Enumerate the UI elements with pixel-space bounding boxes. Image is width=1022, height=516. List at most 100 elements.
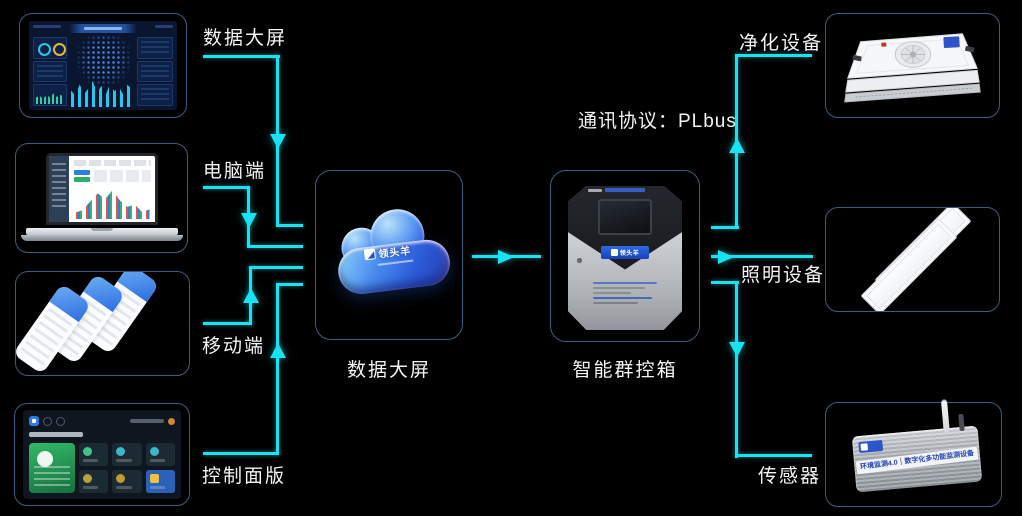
- keyhole-icon: [577, 258, 582, 263]
- alert-icon: [168, 417, 175, 425]
- controller-info-text-lines: [593, 282, 657, 307]
- controller-screen: [598, 199, 652, 235]
- sensor-brand-chip: [858, 439, 884, 454]
- cloud-icon: 领头羊: [332, 203, 453, 297]
- dashboard-rows: [141, 64, 169, 79]
- laptop-keyboard-deck: [25, 228, 178, 235]
- ffu-purifier-illustration: [844, 33, 981, 103]
- connector-segment: [203, 452, 279, 455]
- connector-segment: [276, 283, 303, 286]
- panel-tile: [145, 443, 175, 466]
- connector-segment: [249, 266, 303, 269]
- connector-segment: [276, 283, 279, 455]
- home-icon: [29, 416, 39, 426]
- dashboard-rows: [141, 88, 169, 103]
- arrow-right-icon: [718, 250, 734, 264]
- tile-icon: [116, 447, 126, 456]
- dashboard-panel: [137, 37, 173, 59]
- mini-bar-chart: [36, 93, 64, 105]
- device-box-laptop: [15, 143, 188, 253]
- text-strip: [593, 287, 646, 289]
- controller-device-illustration: 领头羊: [568, 186, 682, 330]
- label-controller: 智能群控箱: [572, 360, 678, 381]
- panel-tile: [79, 443, 109, 466]
- connector-segment: [735, 54, 812, 57]
- connector-segment: [735, 454, 812, 457]
- circle-icon: [43, 416, 52, 426]
- text-strip: [593, 302, 638, 304]
- connector-segment: [711, 281, 739, 284]
- dashboard-left-panels: [33, 37, 67, 107]
- panel-subtitle-strip: [29, 432, 83, 437]
- connector-segment: [203, 55, 280, 58]
- dashboard-panel: [137, 60, 173, 83]
- arrow-up-icon: [243, 288, 259, 303]
- arrow-right-icon: [498, 250, 514, 264]
- device-box-control-panel: [14, 403, 190, 506]
- antenna-icon: [958, 413, 965, 432]
- dashboard-rows: [141, 41, 169, 55]
- sensor-device-illustration: 环境监测4.0｜数字化多功能监测设备: [851, 400, 983, 493]
- label-control-panel: 控制面版: [202, 466, 287, 487]
- device-box-lighting: [825, 207, 1000, 312]
- laptop-header-strip: [73, 160, 151, 166]
- tile-icon: [149, 474, 159, 483]
- connector-segment: [203, 322, 252, 325]
- gauge-icon: [38, 43, 51, 56]
- dashboard-panel: [33, 84, 67, 107]
- panel-tile: [79, 470, 109, 493]
- text-strip: [593, 297, 652, 299]
- control-panel-illustration: [23, 410, 181, 499]
- tile-icon: [149, 447, 159, 456]
- panel-top-bar: [29, 415, 175, 427]
- connector-segment: [203, 186, 250, 189]
- dashboard-topbar-left: [33, 25, 61, 28]
- panel-tile-grid: [29, 443, 175, 493]
- arrow-up-icon: [270, 343, 286, 358]
- brand-mark-icon: [610, 249, 618, 256]
- device-box-sensor: 环境监测4.0｜数字化多功能监测设备: [825, 400, 1002, 507]
- label-cloud: 数据大屏: [346, 360, 431, 381]
- gauge-icon: [53, 43, 66, 56]
- dashboard-title-bar: [68, 24, 138, 33]
- china-map-dots: [71, 35, 133, 89]
- connector-segment: [735, 281, 738, 458]
- panel-tile: [145, 470, 175, 493]
- connector-segment: [247, 245, 303, 248]
- dashboard-right-panels: [137, 37, 173, 107]
- tile-icon: [83, 447, 92, 456]
- mobile-phones-illustration: [16, 272, 189, 375]
- laptop-screen: [45, 153, 158, 225]
- led-panels-illustration: [826, 208, 999, 311]
- device-box-purifier: [825, 13, 1000, 118]
- dashboard-rows: [37, 64, 63, 79]
- laptop-blue-button: [73, 170, 90, 175]
- laptop-base: [20, 235, 183, 241]
- label-big-screen: 数据大屏: [203, 28, 288, 49]
- status-text-strip: [130, 419, 164, 423]
- brand-mark-icon: [363, 248, 376, 261]
- big-screen-dashboard-illustration: [29, 21, 177, 110]
- dashboard-panel: [33, 37, 67, 59]
- controller-blue-sticker: [605, 188, 645, 192]
- led-panel-front: [860, 218, 958, 311]
- antenna-icon: [941, 400, 950, 433]
- laptop-sidebar: [48, 156, 69, 222]
- label-pc: 电脑端: [203, 161, 267, 182]
- text-strip: [593, 292, 632, 294]
- connector-segment: [711, 226, 739, 229]
- arrow-down-icon: [241, 213, 257, 228]
- dashboard-panel: [137, 84, 173, 107]
- device-box-big-screen: [19, 13, 187, 118]
- panel-cards: [79, 443, 175, 493]
- device-box-phones: [15, 271, 190, 376]
- label-mobile: 移动端: [202, 336, 266, 357]
- dashboard-panel: [33, 60, 67, 83]
- arrow-up-icon: [729, 138, 745, 153]
- arrow-down-icon: [270, 134, 286, 149]
- laptop-stat-chips: [93, 170, 151, 182]
- dashboard-topbar-right: [155, 25, 173, 28]
- tile-icon: [83, 474, 92, 483]
- tile-icon: [116, 474, 126, 483]
